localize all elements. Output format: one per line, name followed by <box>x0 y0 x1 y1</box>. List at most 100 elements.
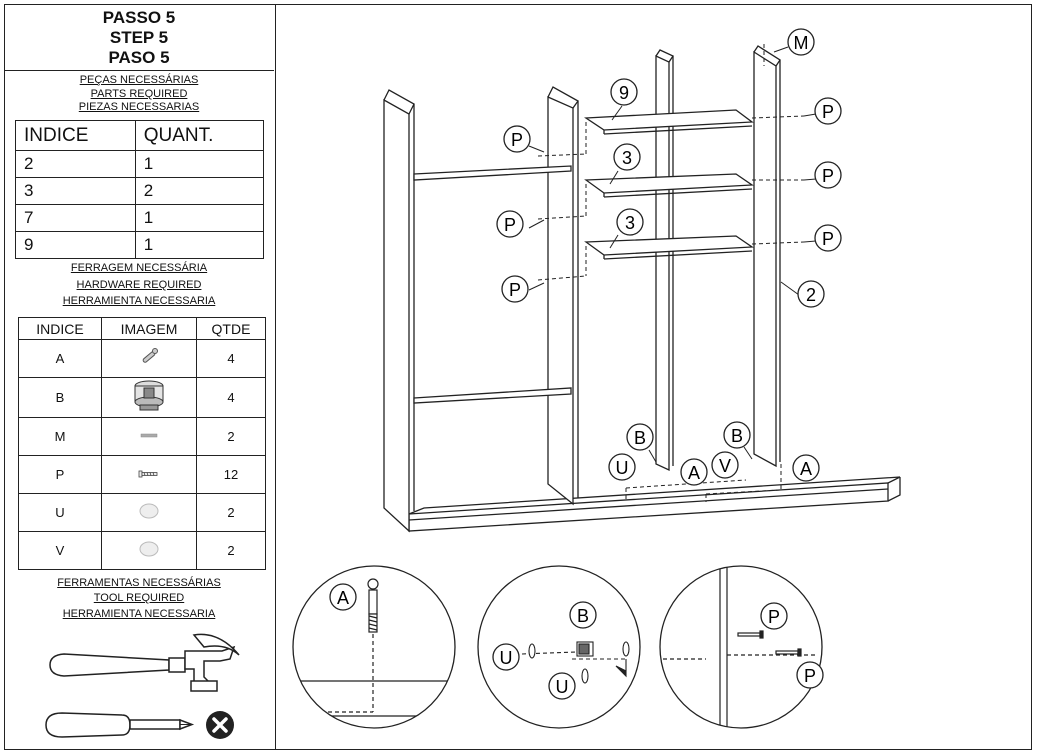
title-divider <box>4 70 274 71</box>
part-index: 7 <box>15 204 136 232</box>
hardware-qty: 2 <box>196 493 266 532</box>
svg-text:P: P <box>768 607 780 627</box>
svg-text:U: U <box>556 677 569 697</box>
not-needed-icon <box>206 711 234 739</box>
svg-text:P: P <box>822 166 834 186</box>
svg-text:M: M <box>794 33 809 53</box>
svg-text:A: A <box>688 463 700 483</box>
hardware-index: B <box>18 377 102 418</box>
table-row: 9 1 <box>15 231 265 259</box>
callout-v: V <box>711 451 739 479</box>
svg-text:P: P <box>504 215 516 235</box>
hardware-header-index: INDICE <box>18 317 102 340</box>
table-row: V 2 <box>18 531 266 570</box>
svg-text:U: U <box>500 648 513 668</box>
hardware-qty: 4 <box>196 339 266 378</box>
hardware-caption-en: HARDWARE REQUIRED <box>76 279 202 291</box>
table-row: A 4 <box>18 339 266 378</box>
hardware-qty: 2 <box>196 417 266 456</box>
table-row: P 12 <box>18 455 266 494</box>
tools-caption-en: TOOL REQUIRED <box>93 592 185 604</box>
detail-screws: P P <box>659 565 824 729</box>
cap-icon <box>101 531 197 570</box>
hardware-qty: 2 <box>196 531 266 570</box>
callout-a: A <box>792 454 820 482</box>
svg-text:A: A <box>800 459 812 479</box>
part-qty: 1 <box>134 204 265 232</box>
step-title-es: PASO 5 <box>108 48 170 67</box>
step-title: PASSO 5 STEP 5 PASO 5 <box>4 8 274 68</box>
callout-b: B <box>626 423 654 451</box>
callout-p: P <box>503 125 531 153</box>
svg-text:B: B <box>634 428 646 448</box>
parts-table: INDICE QUANT. 2 1 3 2 7 1 9 1 <box>15 120 265 259</box>
step-title-en: STEP 5 <box>109 28 169 47</box>
hardware-caption-es: HERRAMIENTA NECESSARIA <box>62 295 216 307</box>
hardware-index: M <box>18 417 102 456</box>
parts-caption-es: PIEZAS NECESSARIAS <box>78 101 200 113</box>
part-qty: 1 <box>134 150 265 178</box>
cam-lock-icon <box>101 377 197 418</box>
part-qty: 2 <box>134 177 265 205</box>
svg-text:V: V <box>719 456 731 476</box>
cap-icon <box>101 493 197 532</box>
callout-p: P <box>814 97 842 125</box>
svg-text:P: P <box>511 130 523 150</box>
callout-p: P <box>496 210 524 238</box>
hardware-index: U <box>18 493 102 532</box>
svg-text:A: A <box>337 588 349 608</box>
callout-p: P <box>814 161 842 189</box>
part-index: 2 <box>15 150 136 178</box>
detail-dowel: A <box>292 565 456 729</box>
hardware-index: V <box>18 531 102 570</box>
parts-header-qty: QUANT. <box>134 120 265 151</box>
part-qty: 1 <box>134 231 265 259</box>
callout-p: P <box>501 275 529 303</box>
callouts: M 9 3 3 P P P P P P 2 B B U V A A <box>496 28 842 486</box>
wardrobe-illustration <box>383 45 901 533</box>
svg-text:3: 3 <box>622 148 632 168</box>
callout-9: 9 <box>610 78 638 106</box>
part-index: 9 <box>15 231 136 259</box>
callout-a: A <box>680 458 708 486</box>
hardware-header-image: IMAGEM <box>101 317 197 340</box>
dowel-icon <box>101 339 197 378</box>
page-frame <box>4 4 1032 750</box>
callout-b: B <box>723 421 751 449</box>
callout-3-upper: 3 <box>613 143 641 171</box>
tools-illustration <box>45 633 240 739</box>
svg-text:9: 9 <box>619 83 629 103</box>
svg-text:2: 2 <box>806 285 816 305</box>
nail-icon <box>101 417 197 456</box>
callout-p: P <box>814 224 842 252</box>
hardware-header-qty: QTDE <box>196 317 266 340</box>
tools-caption-pt: FERRAMENTAS NECESSÁRIAS <box>57 577 221 589</box>
screwdriver-icon <box>45 712 195 738</box>
table-row: 7 1 <box>15 204 265 232</box>
table-row: M 2 <box>18 417 266 456</box>
detail-cam-lock: B U U <box>477 565 641 729</box>
table-row: B 4 <box>18 377 266 418</box>
hardware-qty: 4 <box>196 377 266 418</box>
part-index: 3 <box>15 177 136 205</box>
callout-3-lower: 3 <box>616 208 644 236</box>
hardware-table: INDICE IMAGEM QTDE A 4 B 4 M 2 P <box>18 317 266 570</box>
parts-caption-pt: PEÇAS NECESSÁRIAS <box>79 74 199 86</box>
parts-caption-en: PARTS REQUIRED <box>90 88 188 100</box>
svg-text:3: 3 <box>625 213 635 233</box>
screw-icon <box>101 455 197 494</box>
table-row: 2 1 <box>15 150 265 178</box>
svg-text:P: P <box>822 102 834 122</box>
hardware-index: P <box>18 455 102 494</box>
svg-text:P: P <box>804 666 816 686</box>
instructions-sidebar: PASSO 5 STEP 5 PASO 5 PEÇAS NECESSÁRIAS … <box>4 4 276 750</box>
svg-text:P: P <box>822 229 834 249</box>
tools-caption-es: HERRAMIENTA NECESSARIA <box>62 608 216 620</box>
hardware-qty: 12 <box>196 455 266 494</box>
table-row: U 2 <box>18 493 266 532</box>
svg-text:U: U <box>616 458 629 478</box>
callout-m: M <box>787 28 815 56</box>
table-row: 3 2 <box>15 177 265 205</box>
svg-text:P: P <box>509 280 521 300</box>
svg-text:B: B <box>731 426 743 446</box>
